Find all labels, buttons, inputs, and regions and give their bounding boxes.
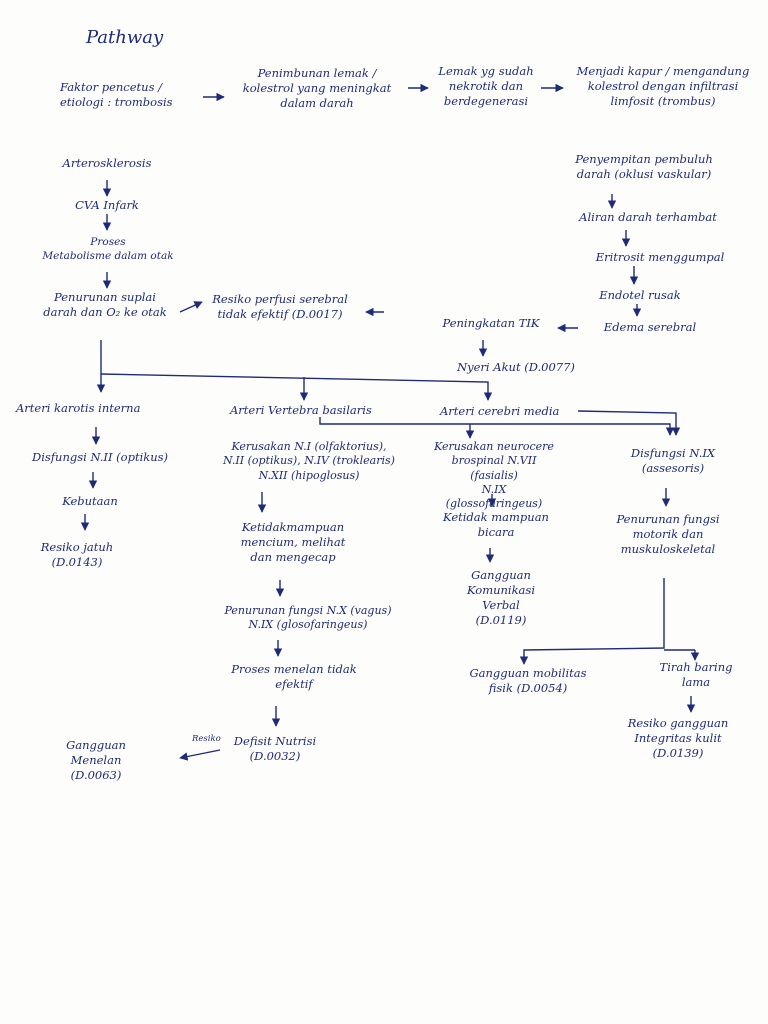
node-ketidakmampuan-mencium: Ketidakmampuan mencium, melihat dan meng… — [240, 520, 346, 564]
node-proses-menelan: Proses menelan tidak efektif — [231, 662, 357, 691]
node-edema-serebral: Edema serebral — [603, 320, 697, 334]
node-penimbunan-lemak: Penimbunan lemak / kolestrol yang mening… — [242, 66, 392, 110]
node-ketidakmampuan-bicara: Ketidak mampuan bicara — [443, 510, 549, 539]
node-arterosklerosis: Arterosklerosis — [62, 156, 152, 170]
node-penyempitan-pembuluh: Penyempitan pembuluh darah (oklusi vasku… — [575, 152, 713, 181]
node-resiko-jatuh: Resiko jatuh (D.0143) — [40, 540, 114, 569]
node-arteri-cerebri: Arteri cerebri media — [440, 404, 560, 418]
node-proses-metabolisme: Proses Metabolisme dalam otak — [42, 236, 174, 262]
node-disfungsi-n2: Disfungsi N.II (optikus) — [31, 450, 169, 464]
node-resiko-perfusi: Resiko perfusi serebral tidak efektif (D… — [212, 292, 348, 321]
node-peningkatan-tik: Peningkatan TIK — [442, 316, 540, 330]
node-arteri-karotis: Arteri karotis interna — [16, 401, 141, 415]
node-kebutaan: Kebutaan — [62, 494, 118, 508]
node-penurunan-suplai: Penurunan suplai darah dan O₂ ke otak — [43, 290, 167, 319]
diagram-title: Pathway — [86, 27, 164, 48]
node-nyeri-akut: Nyeri Akut (D.0077) — [457, 360, 575, 374]
node-faktor-pencetus: Faktor pencetus / etiologi : trombosis — [60, 80, 173, 109]
node-cva-infark: CVA Infark — [75, 198, 139, 212]
node-disfungsi-asesoris: Disfungsi N.IX (assesoris) — [630, 446, 716, 475]
label-resiko-small: Resiko — [192, 734, 221, 744]
node-aliran-darah: Aliran darah terhambat — [579, 210, 717, 224]
node-gangguan-mobilitas: Gangguan mobilitas fisik (D.0054) — [469, 666, 587, 695]
node-eritrosit: Eritrosit menggumpal — [595, 250, 725, 264]
node-lemak-nekrotik: Lemak yg sudah nekrotik dan berdegeneras… — [438, 64, 534, 108]
node-penurunan-fungsi-vagus: Penurunan fungsi N.X (vagus) N.IX (gloso… — [224, 604, 392, 632]
node-kerusakan-neuro: Kerusakan neurocere brospinal N.VII (fas… — [434, 440, 554, 511]
node-resiko-integritas-kulit: Resiko gangguan Integritas kulit (D.0139… — [627, 716, 729, 760]
node-gangguan-komunikasi: Gangguan Komunikasi Verbal (D.0119) — [466, 568, 535, 627]
node-kerusakan-nervus: Kerusakan N.I (olfaktorius), N.II (optik… — [223, 440, 395, 482]
node-arteri-vertebra: Arteri Vertebra basilaris — [230, 403, 372, 417]
node-menjadi-kapur: Menjadi kapur / mengandung kolestrol den… — [576, 64, 750, 108]
node-gangguan-menelan: Gangguan Menelan (D.0063) — [66, 738, 126, 782]
node-defisit-nutrisi: Defisit Nutrisi (D.0032) — [233, 734, 317, 763]
node-penurunan-motorik: Penurunan fungsi motorik dan muskuloskel… — [616, 512, 720, 556]
node-endotel-rusak: Endotel rusak — [599, 288, 681, 302]
node-tirah-baring: Tirah baring lama — [659, 660, 733, 689]
